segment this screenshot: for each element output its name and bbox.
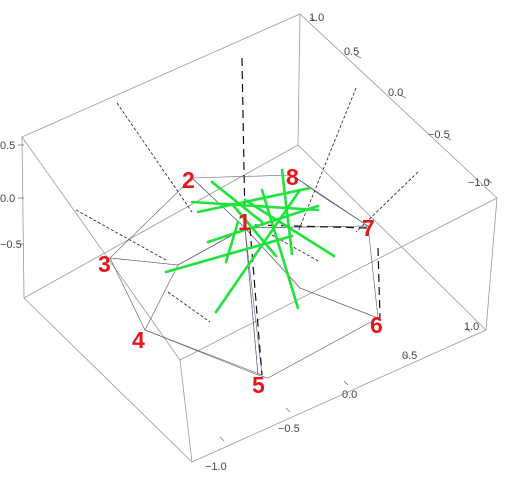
top-axis-tick: 1.0 <box>309 12 324 24</box>
face-front-lavender <box>144 227 263 376</box>
box-front-vertical-edge <box>179 359 193 463</box>
green-line <box>224 220 240 264</box>
vertex-labels: 1 2 3 4 5 6 7 8 <box>98 164 383 398</box>
top-axis-tick: −1.0 <box>468 177 490 189</box>
box-bottom-back-edge <box>23 144 487 331</box>
green-line <box>206 204 320 244</box>
green-line <box>214 188 302 314</box>
right-axis-tick-labels: 1.0 0.5 0.0 −0.5 −1.0 <box>205 321 479 473</box>
vertex-label-5: 5 <box>252 372 265 398</box>
vertex-label-4: 4 <box>132 327 145 353</box>
vertex-label-1: 1 <box>238 209 251 235</box>
construction-lines <box>75 87 419 323</box>
box-left-edge <box>21 136 25 299</box>
face-right-cyan <box>291 174 369 227</box>
right-axis-tick: 1.0 <box>464 321 479 333</box>
right-axis-tick: −0.5 <box>278 423 300 435</box>
top-axis-tick: −0.5 <box>428 129 450 141</box>
box-top-back-edge <box>21 13 498 199</box>
top-axis-tick: 0.5 <box>344 46 359 58</box>
polyhedron <box>109 174 379 379</box>
vertex-label-7: 7 <box>362 215 375 241</box>
box-front-left-edge <box>21 136 181 361</box>
vertex-label-8: 8 <box>286 164 299 190</box>
green-line <box>230 202 278 258</box>
vertex-label-3: 3 <box>98 251 111 277</box>
green-line <box>280 168 294 256</box>
right-axis-tick: −1.0 <box>205 461 227 473</box>
tick-marks <box>18 17 493 442</box>
left-axis-tick: 0.5 <box>0 140 15 152</box>
left-axis-tick-labels: 0.5 0.0 −0.5 <box>0 140 22 251</box>
bounding-box <box>21 13 498 463</box>
vertex-label-6: 6 <box>370 312 383 338</box>
box-front-right-edge <box>179 197 498 361</box>
green-line <box>196 186 312 214</box>
top-axis-tick: 0.0 <box>388 87 403 99</box>
box-back-vertical-edge <box>297 13 301 146</box>
green-lines <box>164 168 336 314</box>
box-right-edge <box>485 197 498 331</box>
right-axis-tick: 0.0 <box>342 389 357 401</box>
left-axis-tick: −0.5 <box>0 239 22 251</box>
green-line <box>260 188 300 310</box>
green-line <box>210 180 264 224</box>
right-axis-tick: 0.5 <box>402 350 417 362</box>
dashed-vertical-line <box>241 57 246 226</box>
left-axis-tick: 0.0 <box>0 193 15 205</box>
top-axis-tick-labels: 1.0 0.5 0.0 −0.5 −1.0 <box>309 12 490 189</box>
vertex-label-2: 2 <box>182 167 195 193</box>
face-right-pink <box>244 227 379 379</box>
